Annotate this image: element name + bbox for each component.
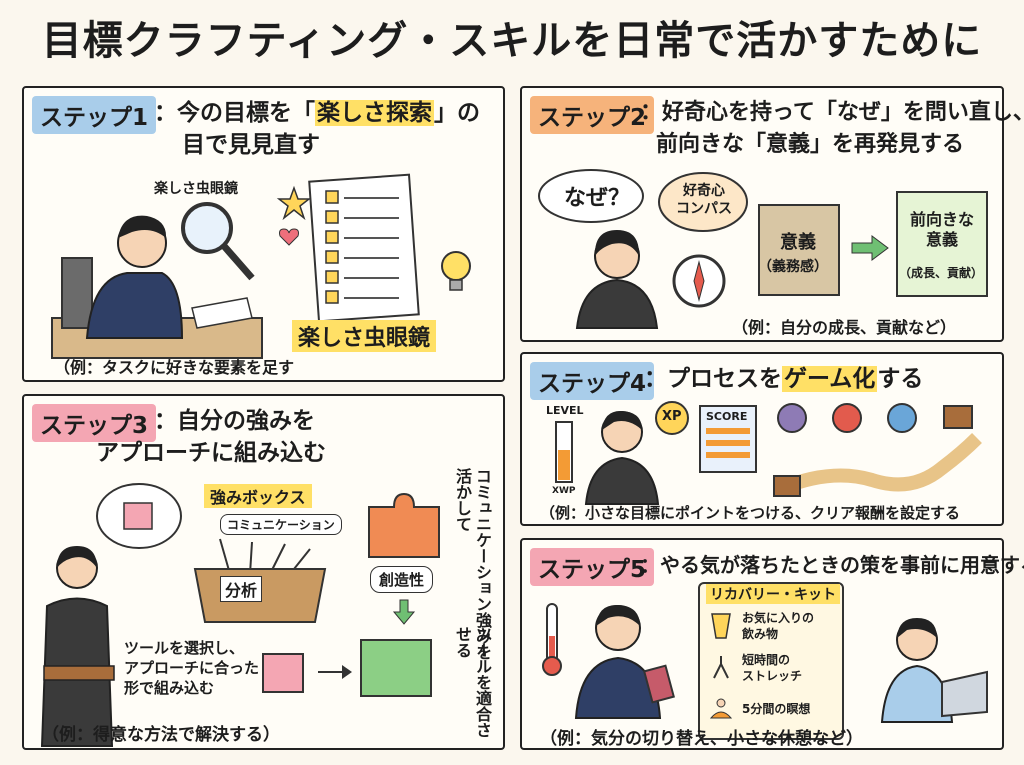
drink-icon [711, 613, 731, 639]
pink-puzzle [262, 653, 304, 693]
strength-box-label: 強みボックス [204, 484, 312, 508]
xp-coin-icon [655, 401, 689, 435]
step3-example: （例：得意な方法で解決する） [42, 725, 280, 745]
tired-man-illustration [574, 604, 675, 719]
scroll-duty-title: 意義 [780, 232, 816, 253]
kit-item-drink: お気に入りの 飲み物 [742, 611, 815, 641]
communication-tag: コミュニケーション [220, 514, 342, 535]
scroll-duty-sub: （義務感） [758, 259, 828, 275]
arrow-icon [851, 235, 889, 261]
down-arrow-icon [392, 599, 416, 625]
step1-panel: ステップ1 ：今の目標を「楽しさ探索」の 目で見見直す 楽しさ虫眼鏡 [22, 86, 505, 382]
step1-badge: ステップ1 [32, 96, 157, 134]
monsters-path [773, 403, 982, 497]
level-meter [555, 421, 573, 483]
analysis-label: 分析 [220, 576, 263, 602]
step3-panel: ステップ3 ：自分の強みを アプローチに組み込む 強みボックス コミュニケーショ… [22, 394, 505, 750]
step2-heading-line1: ：好奇心を持って「なぜ」を問い直し、 [640, 100, 1024, 125]
step1-heading-a: ：今の目標を「 [154, 100, 315, 126]
checklist-illustration [308, 173, 420, 323]
puzzle-thought [96, 483, 182, 549]
score-label: SCORE [706, 410, 748, 423]
scroll-duty [758, 204, 840, 296]
step5-badge: ステップ5 [530, 548, 655, 586]
step3-vertical-text-1: コミュニケーション強みを活かして [453, 468, 492, 660]
step1-heading-line2: 目で見見直す [182, 132, 320, 158]
step4-example: （例：小さな目標にポイントをつける、クリア報酬を設定する [540, 504, 961, 522]
man-pointing-illustration [584, 410, 660, 505]
scoreboard [699, 405, 757, 473]
step3-heading-line2: アプローチに組み込む [96, 440, 326, 466]
creativity-label: 創造性 [370, 566, 434, 593]
step1-heading-highlight: 楽しさ探索 [315, 100, 434, 126]
woman-worker-illustration [40, 546, 115, 747]
happy-woman-illustration [880, 618, 988, 723]
magnifier-label: 楽しさ虫眼鏡 [154, 181, 238, 197]
step3-vertical-text-2: ツールを適合させる [453, 626, 492, 738]
meditation-icon [709, 698, 733, 719]
scroll-positive-sub: （成長、貢献） [899, 266, 984, 280]
step4-heading-b: する [877, 366, 924, 392]
xp-coin-text: XP [662, 409, 682, 424]
fun-magnifier-label: 楽しさ虫眼鏡 [292, 320, 437, 352]
question-bubble [538, 169, 644, 223]
step2-panel: ステップ2 ：好奇心を持って「なぜ」を問い直し、 前向きな「意義」を再発見する … [520, 86, 1024, 342]
step1-heading-line1: ：今の目標を「楽しさ探索」の [154, 98, 480, 128]
step4-heading-a: ：プロセスを [644, 366, 782, 392]
green-puzzle [360, 639, 432, 697]
step3-badge: ステップ3 [32, 404, 157, 442]
step4-panel: ステップ4 ：プロセスをゲーム化する LEVEL XWP XP SCORE （例… [520, 352, 1004, 526]
step3-heading-line1: ：自分の強みを [154, 408, 315, 434]
kit-item-meditation: 5分間の瞑想 [742, 702, 811, 716]
compass-bubble [658, 172, 748, 232]
stretch-icon [713, 656, 729, 679]
page-title: 目標クラフティング・スキルを日常で活かすために [41, 18, 983, 64]
step4-badge: ステップ4 [530, 362, 655, 400]
woman-illustration [575, 230, 659, 329]
step5-heading: ：やる気が落ちたときの策を事前に用意する [640, 553, 1024, 577]
tool-select-text: ツールを選択し、 アプローチに合った 形で組み込む [124, 639, 260, 697]
scroll-positive-title: 前向きな 意義 [909, 210, 974, 249]
lightbulb-icon [441, 251, 471, 291]
creativity-puzzle [368, 492, 440, 558]
step1-example: （例：タスクに好きな要素を足す [54, 358, 295, 377]
star-icon [276, 185, 312, 221]
step4-heading: ：プロセスをゲーム化する [644, 364, 923, 394]
scroll-positive [896, 191, 988, 297]
step2-badge: ステップ2 [530, 96, 655, 134]
heart-icon [279, 228, 299, 246]
kit-title: リカバリー・キット [706, 584, 840, 604]
person-illustration [51, 202, 263, 359]
kit-item-stretch: 短時間の ストレッチ [742, 653, 803, 683]
compass-icon [672, 254, 726, 308]
naze-bubble-text: なぜ？ [564, 186, 631, 211]
step5-example: （例：気分の切り替え、小さな休憩など） [540, 729, 863, 749]
step2-heading-line2: 前向きな「意義」を再発見する [656, 132, 965, 157]
xp-small-label: XWP [552, 486, 576, 496]
step2-example: （例：自分の成長、貢献など） [732, 318, 957, 337]
level-label: LEVEL [546, 404, 584, 417]
step5-panel: ステップ5 ：やる気が落ちたときの策を事前に用意する リカバリー・キット お気に… [520, 538, 1024, 750]
right-arrow-icon [318, 665, 352, 679]
step4-heading-highlight: ゲーム化 [782, 366, 878, 392]
step1-heading-b: 」の [434, 100, 480, 126]
thermometer-icon [542, 603, 562, 676]
compass-label: 好奇心 コンパス [676, 183, 732, 217]
